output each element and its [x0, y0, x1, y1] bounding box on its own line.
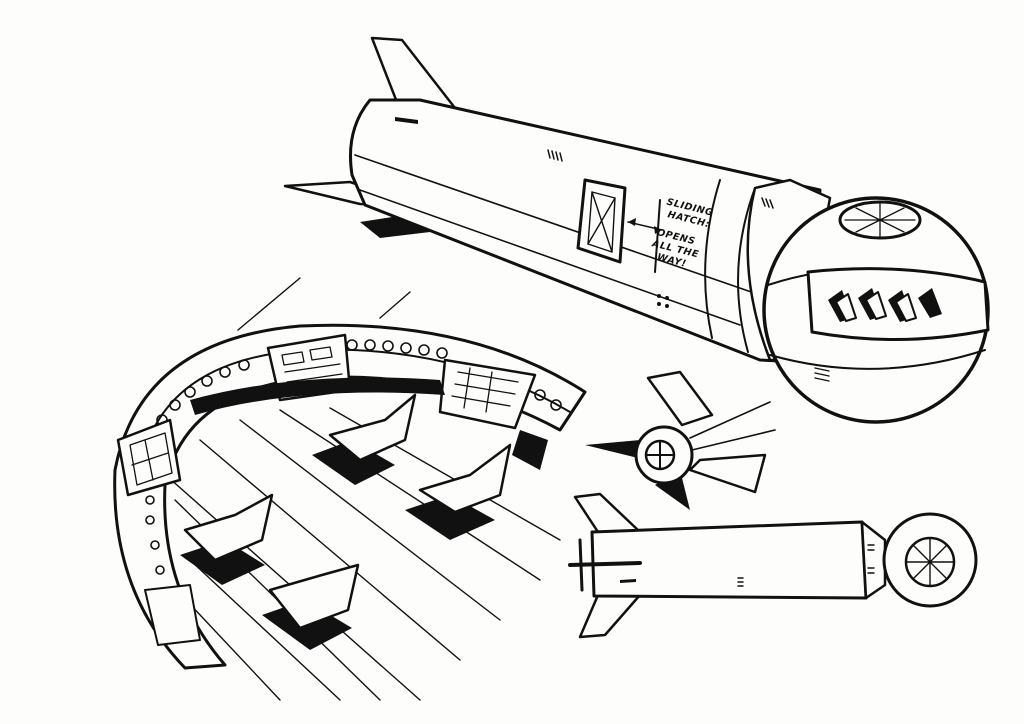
control-room: [113, 277, 587, 701]
rear-fin-top: [646, 370, 714, 427]
lower-collar: [860, 520, 887, 600]
lower-fin-top: [573, 492, 642, 534]
control-chairs: [180, 393, 512, 650]
chair: [183, 493, 274, 562]
body-vent: [395, 117, 418, 124]
instrument-panel-4: [144, 584, 201, 646]
lower-fin-bottom: [578, 593, 642, 639]
sphere-vent: [814, 367, 830, 382]
console-shadow: [190, 377, 445, 415]
lower-body: [590, 520, 868, 600]
chair: [328, 393, 417, 462]
hatch-door-edge: [654, 199, 661, 273]
lower-spacecraft: [568, 492, 978, 639]
cockpit-seats: [828, 288, 942, 322]
upper-spacecraft: SLIDING HATCH: OPENS ALL THE WAY!: [283, 36, 990, 424]
chair: [268, 563, 360, 630]
chair: [418, 443, 512, 514]
chair-shadow: [312, 440, 395, 485]
rear-fin-right: [688, 453, 767, 494]
rear-view-craft: [585, 370, 776, 510]
body-marking: [547, 149, 563, 162]
